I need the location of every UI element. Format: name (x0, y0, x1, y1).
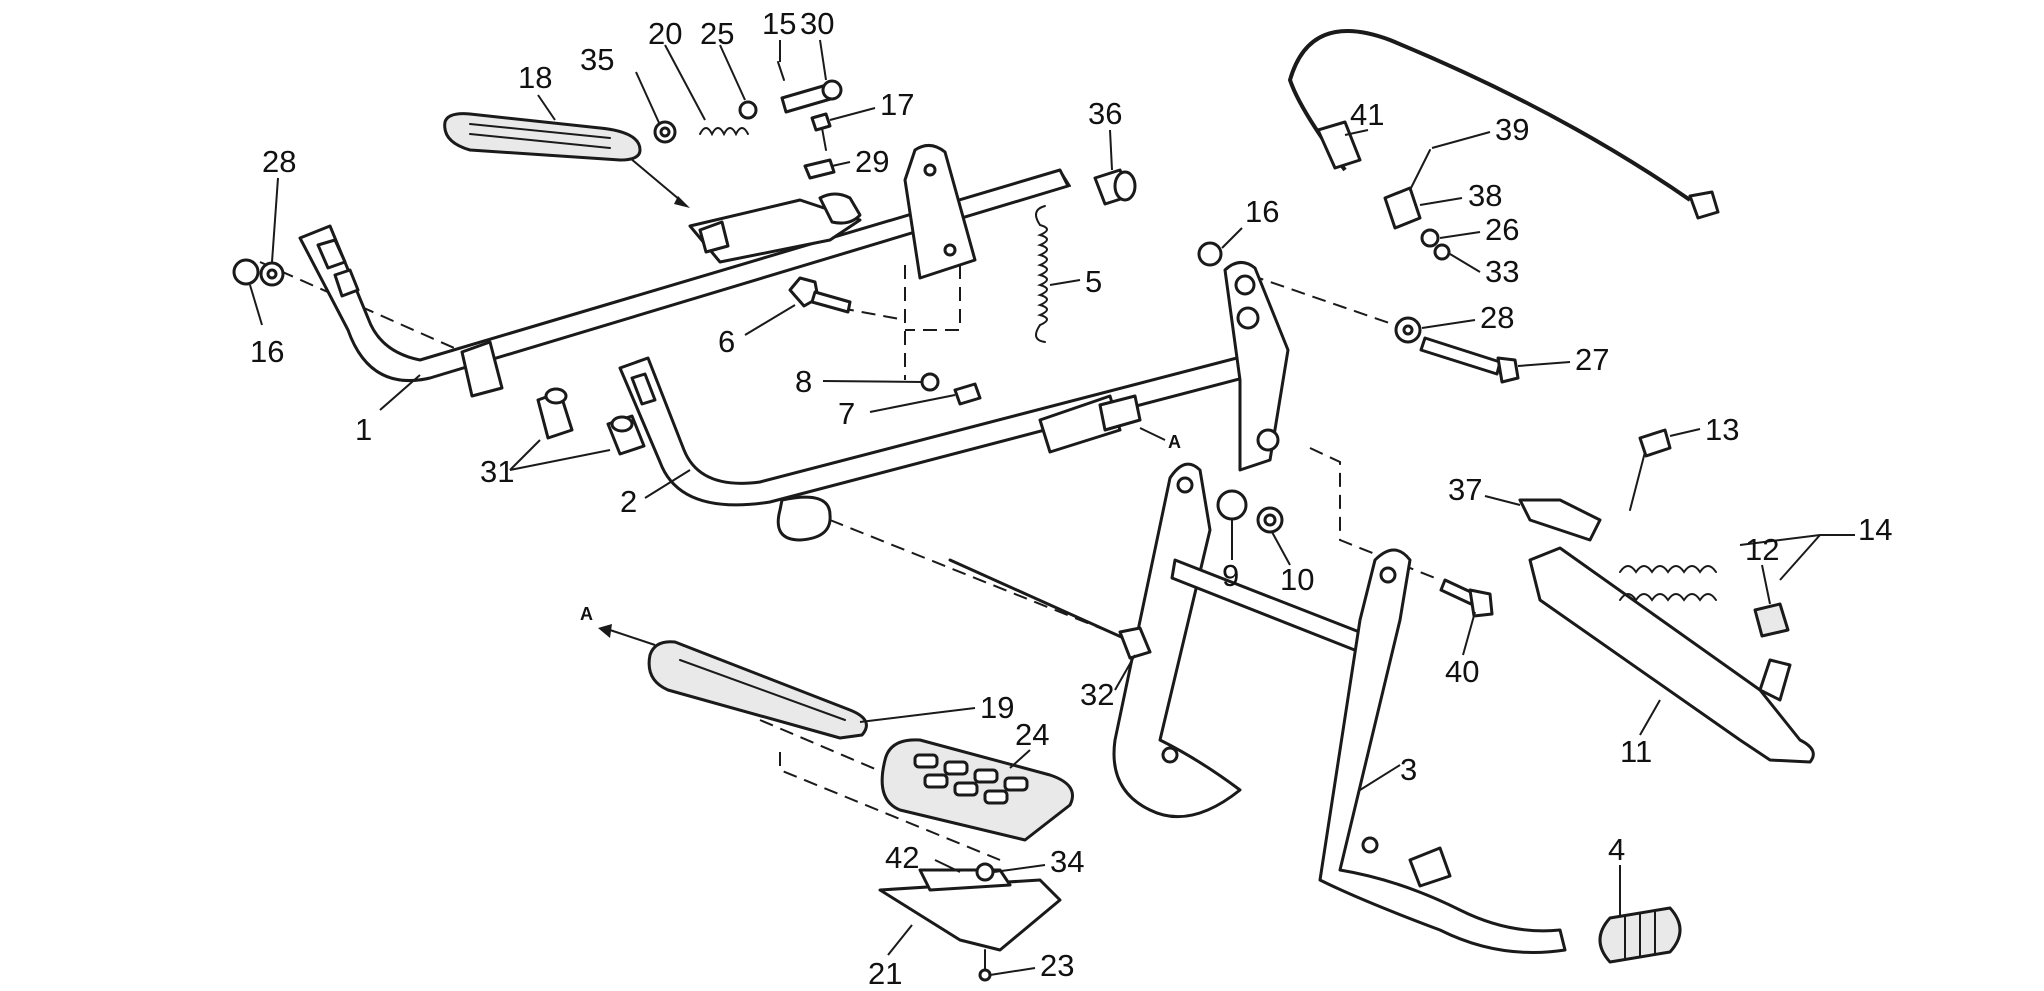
hardware-top (232, 61, 1137, 456)
callout-10: 10 (1280, 562, 1314, 597)
part-19-footrest (598, 624, 868, 740)
part-21-footrest-plate (878, 862, 1062, 982)
callout-16-right: 16 (1245, 194, 1279, 229)
callout-42: 42 (885, 840, 919, 875)
callout-4: 4 (1608, 832, 1625, 867)
callout-33: 33 (1485, 254, 1519, 289)
callout-26: 26 (1485, 212, 1519, 247)
callout-1: 1 (355, 412, 372, 447)
callout-23: 23 (1040, 948, 1074, 983)
callout-3: 3 (1400, 752, 1417, 787)
callout-27: 27 (1575, 342, 1609, 377)
part-4-rubber-grip (1598, 906, 1682, 964)
callout-18: 18 (518, 60, 552, 95)
part-1-footrest-bar (298, 168, 1071, 398)
callout-7: 7 (838, 396, 855, 431)
part-32-bolt (948, 558, 1152, 660)
marker-a-bottom: A (580, 604, 593, 624)
callout-12: 12 (1745, 532, 1779, 567)
callout-38: 38 (1468, 178, 1502, 213)
callout-39: 39 (1495, 112, 1529, 147)
callout-labels: 1 2 3 4 5 6 7 8 9 10 11 12 13 14 15 16 1… (250, 6, 1892, 991)
callout-19: 19 (980, 690, 1014, 725)
callout-37: 37 (1448, 472, 1482, 507)
callout-28-right: 28 (1480, 300, 1514, 335)
part-24-rubber-pad (880, 738, 1074, 842)
callout-2: 2 (620, 484, 637, 519)
callout-8: 8 (795, 364, 812, 399)
callout-34: 34 (1050, 844, 1084, 879)
callout-11: 11 (1620, 734, 1652, 769)
callout-17: 17 (880, 87, 914, 122)
bracket-plate (903, 144, 977, 280)
callout-32: 32 (1080, 677, 1114, 712)
footrest-bracket (688, 192, 862, 264)
callout-36: 36 (1088, 96, 1122, 131)
callout-21: 21 (868, 956, 902, 991)
stand-pivot-bracket (1197, 241, 1520, 534)
callout-15: 15 (762, 6, 796, 41)
callout-5: 5 (1085, 264, 1102, 299)
callout-24: 24 (1015, 717, 1049, 752)
callout-20: 20 (648, 16, 682, 51)
part-11-side-stand (1518, 428, 1815, 764)
callout-30: 30 (800, 6, 834, 41)
part-3-centre-stand (1112, 462, 1567, 954)
callout-leaders (249, 39, 1855, 976)
callout-29: 29 (855, 144, 889, 179)
callout-9: 9 (1222, 558, 1239, 593)
part-40-bolt (1439, 578, 1494, 618)
part-18-footrest (443, 112, 690, 208)
callout-13: 13 (1705, 412, 1739, 447)
callout-14: 14 (1858, 512, 1892, 547)
callout-31: 31 (480, 454, 514, 489)
callout-25: 25 (700, 16, 734, 51)
callout-6: 6 (718, 324, 735, 359)
callout-35: 35 (580, 42, 614, 77)
callout-41: 41 (1350, 97, 1384, 132)
callout-16-left: 16 (250, 334, 284, 369)
callout-28-left: 28 (262, 144, 296, 179)
callout-40: 40 (1445, 654, 1479, 689)
marker-a-top: A (1168, 432, 1181, 452)
